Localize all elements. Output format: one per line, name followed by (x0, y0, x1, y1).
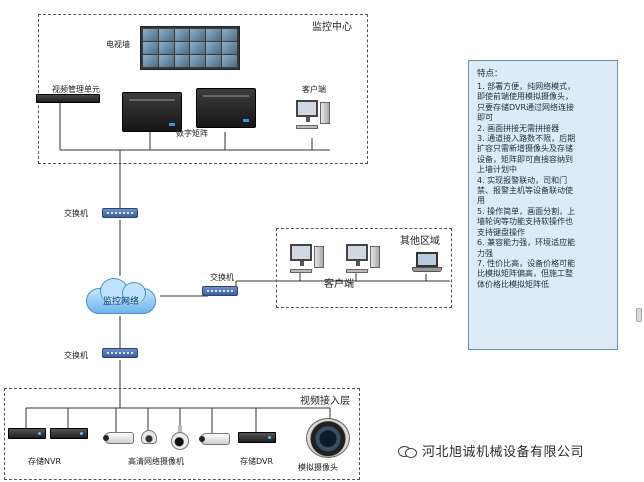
notes-line: 比模拟矩阵偏高，但施工整 (477, 269, 573, 279)
notes-line: 扩容只需新增摄像头及存储 (477, 144, 573, 154)
other-area-title: 其他区域 (400, 236, 440, 247)
client-pc-other-2 (346, 244, 380, 274)
notes-line: 支持键盘操作 (477, 227, 525, 237)
notes-heading: 特点： (477, 69, 503, 79)
client-pc-other-1 (290, 244, 324, 274)
switch-3 (102, 348, 138, 358)
storage-nvr-2 (50, 428, 88, 439)
digital-matrix-label: 数字矩阵 (176, 129, 208, 138)
video-access-zone (4, 388, 360, 480)
notes-line: 即可 (477, 113, 493, 123)
switch-1 (102, 208, 138, 218)
client-other-label: 客户端 (324, 279, 354, 290)
watermark: 河北旭诚机械设备有限公司 (398, 441, 584, 460)
analog-camera (306, 418, 350, 458)
notes-line: 上墙计划中 (477, 165, 517, 175)
client-pc-top (296, 100, 330, 130)
hd-ptz-camera (169, 425, 191, 451)
other-area-zone (276, 228, 452, 308)
video-wall (140, 26, 240, 70)
notes-line: 只要存储DVR通过网络连接 (477, 102, 575, 112)
notes-line: 7. 性价比高，设备价格可能 (477, 258, 576, 268)
storage-nvr-1 (8, 428, 46, 439)
video-mgmt-unit-label: 视频管理单元 (52, 85, 100, 94)
storage-dvr-label: 存储DVR (240, 457, 274, 466)
switch-2 (202, 286, 238, 296)
notes-line: 体价格比模拟矩阵低 (477, 279, 549, 289)
monitor-center-title: 监控中心 (312, 22, 352, 33)
switch-1-label: 交换机 (64, 209, 88, 218)
client-top-label: 客户端 (302, 85, 326, 94)
digital-matrix-server-2 (196, 88, 256, 128)
monitor-center-zone (38, 14, 368, 164)
hd-dome-camera (141, 430, 157, 444)
storage-dvr (238, 432, 276, 443)
notes-line: 5. 操作简单，画面分割，上 (477, 206, 576, 216)
wechat-icon (398, 444, 417, 458)
notes-line: 即使前端使用模拟摄像头， (477, 92, 573, 102)
notes-line: 力强 (477, 248, 493, 258)
storage-nvr-label: 存储NVR (28, 457, 62, 466)
notes-line: 2. 画面拼接无需拼接器 (477, 123, 560, 133)
monitoring-network-cloud: 监控网络 (82, 276, 160, 316)
video-access-title: 视频接入层 (300, 396, 350, 407)
side-scroll-tab[interactable] (636, 308, 642, 322)
hd-bullet-camera-1 (103, 432, 134, 444)
watermark-text: 河北旭诚机械设备有限公司 (422, 445, 585, 460)
notes-line: 3. 通道接入路数不限，后期 (477, 134, 576, 144)
hd-ip-camera-label: 高清网络摄像机 (128, 457, 184, 466)
hd-bullet-camera-2 (199, 433, 230, 445)
switch-3-label: 交换机 (64, 351, 88, 360)
notes-line: 1. 部署方便，纯网络模式， (477, 82, 576, 91)
notes-line: 4. 实现报警联动，司和门 (477, 175, 568, 185)
notes-line: 墙轮询等功能支持软操作也 (477, 217, 573, 227)
video-wall-label: 电视墙 (106, 40, 130, 49)
notes-line: 用 (477, 196, 485, 206)
notes-line: 6. 兼容能力强，环境适应能 (477, 238, 576, 248)
notes-line: 设备，矩阵即可直接容纳到 (477, 154, 573, 164)
features-notes-panel: 特点： 1. 部署方便，纯网络模式， 即使前端使用模拟摄像头， 只要存储DVR通… (468, 60, 618, 350)
switch-2-label: 交换机 (210, 273, 234, 282)
video-mgmt-unit (36, 94, 100, 103)
network-label: 监控网络 (102, 297, 139, 307)
client-laptop-other (412, 252, 442, 276)
notes-line: 禁、报警主机等设备联动使 (477, 186, 573, 196)
digital-matrix-server-1 (122, 92, 182, 132)
analog-camera-label: 模拟摄像头 (298, 463, 338, 472)
